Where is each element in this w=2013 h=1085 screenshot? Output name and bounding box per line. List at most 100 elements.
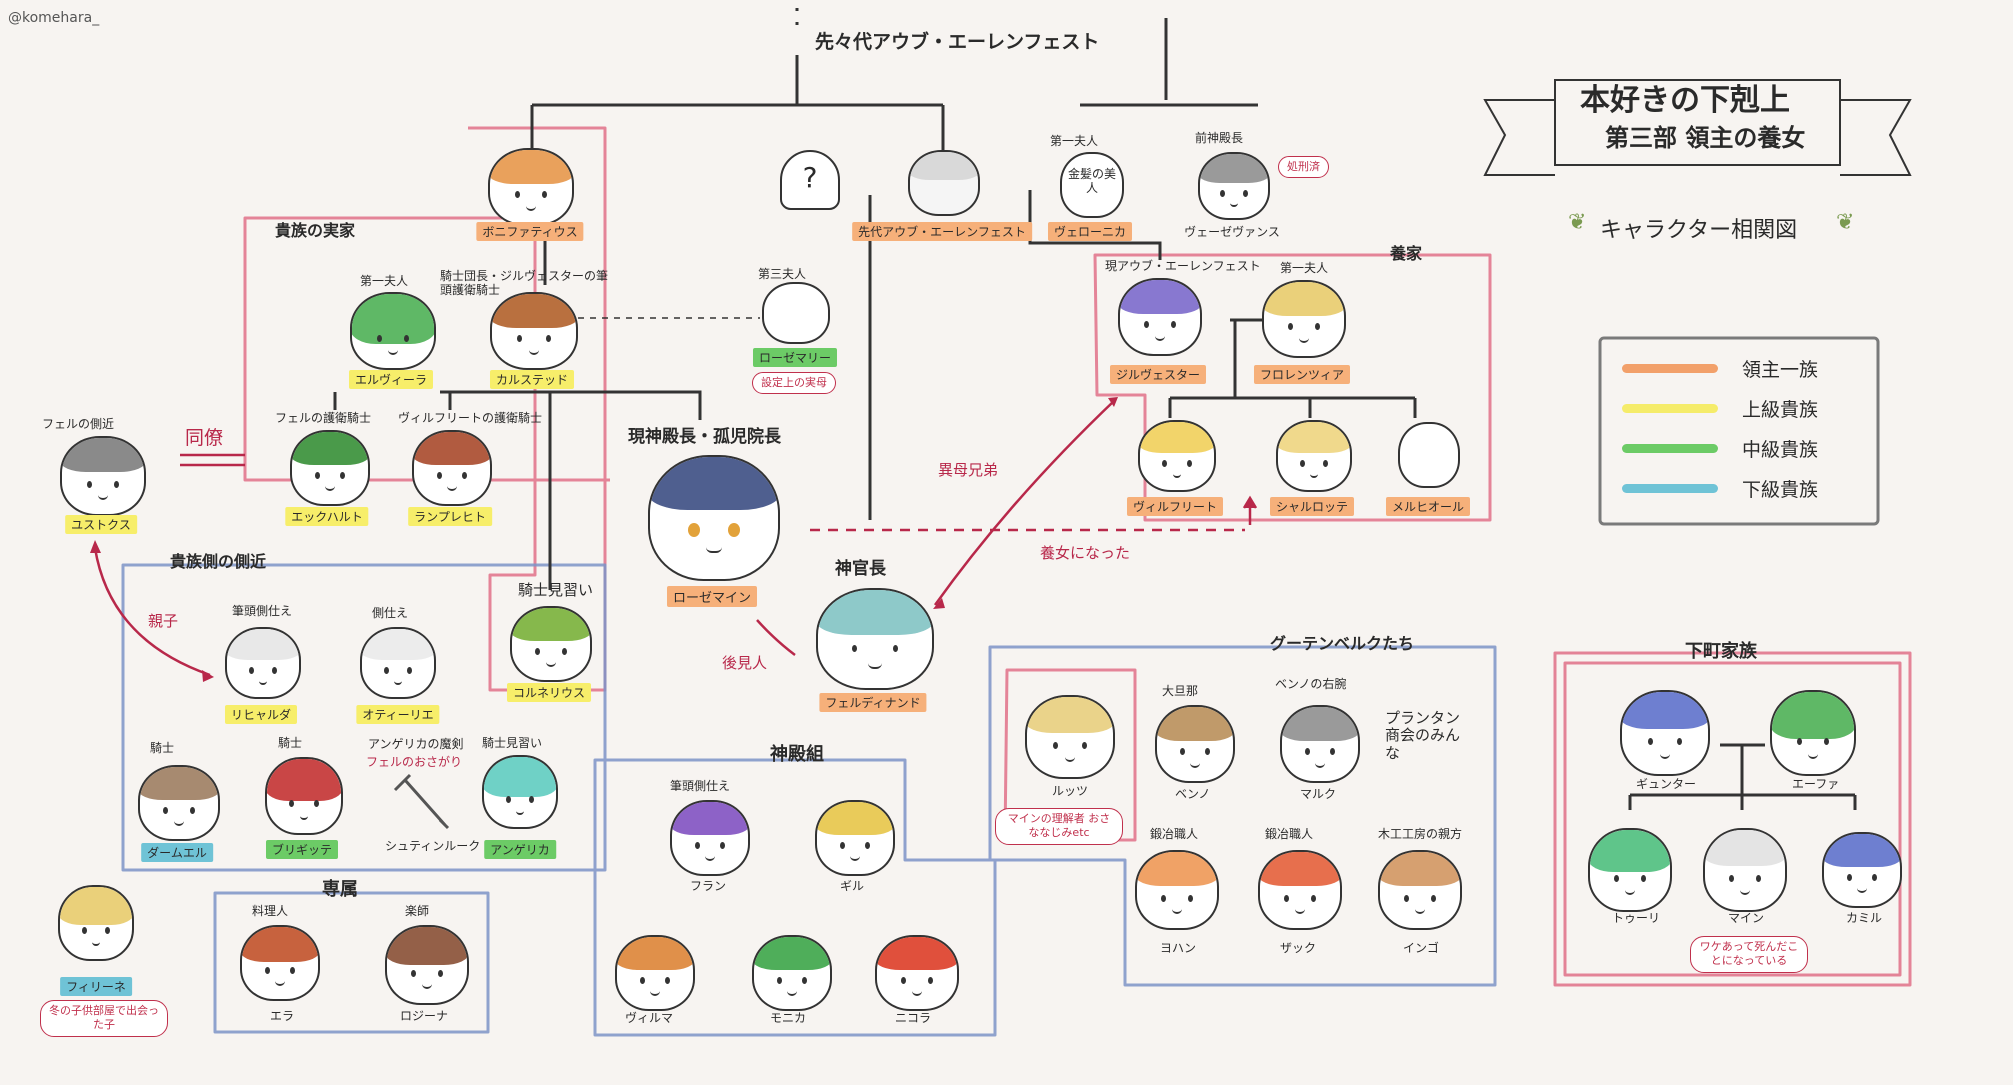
tuuli-face bbox=[1588, 828, 1672, 912]
zack-role: 鍛冶職人 bbox=[1265, 827, 1314, 841]
group-gutenberg: グーテンベルクたち bbox=[1270, 634, 1415, 653]
brigitte-role: 騎士 bbox=[278, 736, 303, 750]
gil-name: ギル bbox=[840, 879, 865, 893]
elvira-face bbox=[350, 292, 436, 370]
rozemyne-name: ローゼマイン bbox=[666, 586, 758, 607]
credit-text: @komehara_ bbox=[8, 10, 100, 26]
legend-row: 領主一族 bbox=[1622, 355, 1818, 382]
melchior-face bbox=[1398, 422, 1460, 488]
guardian-label: 後見人 bbox=[722, 654, 768, 672]
zack-name: ザック bbox=[1280, 941, 1317, 955]
rozemary-name: ローゼマリー bbox=[752, 348, 838, 367]
sylvester-face bbox=[1118, 278, 1202, 356]
justus-name: ユストクス bbox=[65, 515, 137, 534]
unknown-person-icon: ? bbox=[780, 150, 840, 210]
family-lines bbox=[333, 8, 1857, 810]
old-high-priest-face bbox=[1198, 152, 1270, 220]
rozemary-note: 設定上の実母 bbox=[752, 372, 836, 395]
legend-swatch bbox=[1622, 364, 1718, 373]
leaf-icon: ❦ bbox=[1568, 210, 1587, 235]
mark-name: マルク bbox=[1300, 787, 1337, 801]
legend-row: 下級貴族 bbox=[1622, 475, 1818, 502]
nicola-name: ニコラ bbox=[895, 1011, 932, 1025]
legend-row: 上級貴族 bbox=[1622, 395, 1818, 422]
florencia-role: 第一夫人 bbox=[1280, 261, 1329, 275]
ingo-role: 木工工房の親方 bbox=[1378, 827, 1463, 841]
fran-role: 筆頭側仕え bbox=[670, 779, 731, 793]
ingo-face bbox=[1378, 850, 1462, 930]
rosina-face bbox=[385, 925, 469, 1005]
elvira-role: 第一夫人 bbox=[360, 274, 409, 288]
monika-face bbox=[752, 935, 832, 1011]
ottilie-face bbox=[360, 627, 436, 699]
gil-face bbox=[815, 800, 895, 876]
lutz-note: マインの理解者 おさななじみetc bbox=[995, 808, 1123, 845]
legend-swatch bbox=[1622, 484, 1718, 493]
rosina-role: 楽師 bbox=[405, 904, 430, 918]
rosina-name: ロジーナ bbox=[400, 1009, 449, 1023]
angelica-name: アンゲリカ bbox=[484, 840, 556, 859]
tuuli-name: トゥーリ bbox=[1612, 911, 1661, 925]
leaf-icon: ❦ bbox=[1836, 210, 1855, 235]
lamprecht-name: ランプレヒト bbox=[408, 507, 492, 526]
myne-name: マイン bbox=[1728, 911, 1765, 925]
gunther-face bbox=[1620, 690, 1710, 776]
veronica-face: 金髪の美人 bbox=[1060, 152, 1124, 218]
half-brother-label: 異母兄弟 bbox=[938, 461, 999, 479]
group-noble-family: 貴族の実家 bbox=[275, 221, 356, 240]
johann-role: 鍛冶職人 bbox=[1150, 827, 1199, 841]
legend-swatch bbox=[1622, 444, 1718, 453]
lutz-face bbox=[1025, 695, 1115, 779]
nicola-face bbox=[875, 935, 959, 1011]
veronica-face-text: 金髪の美人 bbox=[1068, 167, 1117, 195]
plantin-label: プランタン商会のみんな bbox=[1385, 709, 1461, 762]
effa-name: エーファ bbox=[1792, 777, 1840, 791]
title-sub: 第三部 領主の養女 bbox=[1605, 124, 1806, 152]
myne-face bbox=[1703, 828, 1787, 912]
ella-face bbox=[240, 925, 320, 1001]
philine-note: 冬の子供部屋で出会った子 bbox=[40, 1000, 168, 1037]
rozemyne-face bbox=[648, 455, 780, 581]
justus-role: フェルの側近 bbox=[42, 417, 115, 431]
johann-face bbox=[1135, 850, 1219, 930]
angelica-face bbox=[482, 755, 558, 829]
eckhart-name: エックハルト bbox=[285, 507, 369, 526]
relation-arrows bbox=[90, 397, 1258, 682]
karstedt-face bbox=[490, 292, 578, 370]
elvira-name: エルヴィーラ bbox=[348, 370, 434, 389]
rozemyne-role: 現神殿長・孤児院長 bbox=[628, 427, 781, 447]
title-ribbon bbox=[1483, 79, 1912, 176]
cornelius-name: コルネリウス bbox=[506, 683, 592, 702]
old-high-priest-role: 前神殿長 bbox=[1195, 131, 1244, 145]
bonifatius-name: ボニファティウス bbox=[476, 222, 584, 241]
myne-note: ワケあって死んだことになっている bbox=[1690, 936, 1808, 973]
eckhart-role: フェルの護衛騎士 bbox=[275, 411, 372, 425]
fran-face bbox=[670, 800, 750, 876]
legend: 領主一族上級貴族中級貴族下級貴族 bbox=[1622, 355, 1862, 515]
veronica-name: ヴェローニカ bbox=[1047, 222, 1133, 241]
florencia-face bbox=[1262, 280, 1346, 358]
group-temple: 神殿組 bbox=[770, 744, 824, 765]
benno-role: 大旦那 bbox=[1162, 684, 1199, 698]
gunther-name: ギュンター bbox=[1636, 777, 1697, 791]
wilfried-name: ヴィルフリート bbox=[1126, 497, 1224, 516]
brigitte-face bbox=[265, 757, 343, 835]
title-caption: キャラクター相関図 bbox=[1600, 218, 1798, 243]
benno-name: ベンノ bbox=[1175, 787, 1211, 801]
group-exclusive: 専属 bbox=[322, 879, 358, 900]
damuel-face bbox=[138, 765, 220, 841]
effa-face bbox=[1770, 690, 1856, 776]
ottilie-role: 側仕え bbox=[372, 606, 409, 620]
schtappe-role: アンゲリカの魔剣 bbox=[368, 737, 464, 751]
sylvester-role: 現アウブ・エーレンフェスト bbox=[1105, 259, 1261, 273]
schtappe-note: フェルのおさがり bbox=[366, 755, 463, 769]
parent-child-label: 親子 bbox=[148, 612, 179, 630]
colleague-label: 同僚 bbox=[185, 427, 224, 449]
ella-role: 料理人 bbox=[252, 904, 289, 918]
johann-name: ヨハン bbox=[1160, 941, 1197, 955]
wilma-face bbox=[615, 935, 695, 1011]
charlotte-name: シャルロッテ bbox=[1269, 497, 1355, 516]
group-lower-family: 下町家族 bbox=[1685, 641, 1757, 662]
florencia-name: フロレンツィア bbox=[1253, 365, 1351, 384]
